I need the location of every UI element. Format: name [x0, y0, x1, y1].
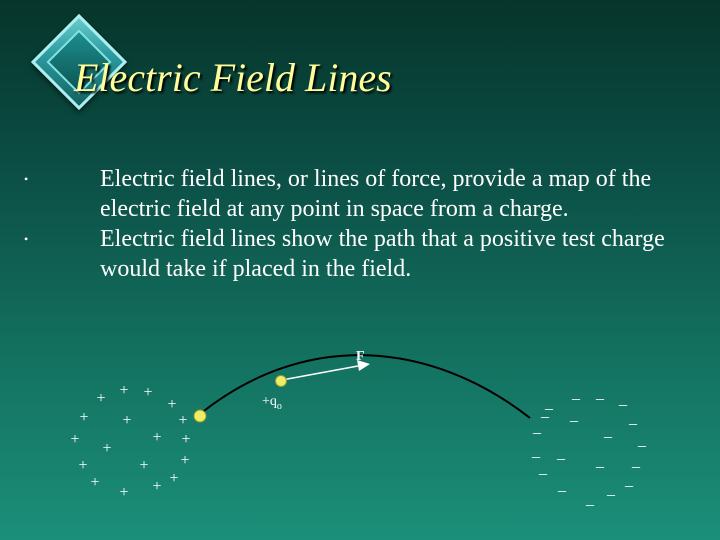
negative-charge-symbol: _	[571, 385, 581, 402]
negative-charge-symbol: _	[603, 423, 613, 440]
positive-charge-symbol: +	[169, 470, 178, 487]
positive-charge-symbol: +	[180, 452, 189, 469]
positive-charge-cloud: ++++++++++++++++++	[70, 382, 190, 501]
field-origin-dot-icon	[194, 410, 206, 422]
negative-charge-symbol: _	[595, 385, 605, 402]
positive-charge-symbol: +	[122, 412, 131, 429]
negative-charge-symbol: _	[637, 432, 647, 449]
positive-charge-symbol: +	[152, 478, 161, 495]
negative-charge-symbol: _	[618, 391, 628, 408]
positive-charge-symbol: +	[90, 474, 99, 491]
negative-charge-symbol: _	[540, 403, 550, 420]
positive-charge-symbol: +	[167, 396, 176, 413]
positive-charge-symbol: +	[152, 429, 161, 446]
positive-charge-symbol: +	[96, 390, 105, 407]
positive-charge-symbol: +	[178, 412, 187, 429]
negative-charge-symbol: _	[569, 407, 579, 424]
test-charge-dot-icon	[276, 376, 287, 387]
negative-charge-symbol: _	[538, 460, 548, 477]
negative-charge-symbol: _	[628, 410, 638, 427]
positive-charge-symbol: +	[119, 484, 128, 501]
positive-charge-symbol: +	[79, 409, 88, 426]
negative-charge-symbol: _	[556, 445, 566, 462]
test-charge-label: +qo	[262, 394, 282, 412]
force-arrow-line	[282, 366, 358, 380]
test-charge-label-main: +q	[262, 394, 277, 409]
negative-charge-symbol: _	[606, 481, 616, 498]
negative-charge-symbol: _	[595, 453, 605, 470]
negative-charge-symbol: _	[557, 477, 567, 494]
positive-charge-symbol: +	[139, 457, 148, 474]
negative-charge-symbol: _	[531, 443, 541, 460]
negative-charge-symbol: _	[624, 472, 634, 489]
positive-charge-symbol: +	[143, 384, 152, 401]
negative-charge-symbol: _	[532, 419, 542, 436]
positive-charge-symbol: +	[102, 440, 111, 457]
positive-charge-symbol: +	[70, 431, 79, 448]
force-label: F	[356, 349, 365, 364]
negative-charge-symbol: _	[631, 453, 641, 470]
negative-charge-cloud: ___________________	[531, 385, 647, 508]
positive-charge-symbol: +	[119, 382, 128, 399]
negative-charge-symbol: _	[585, 491, 595, 508]
positive-charge-symbol: +	[181, 431, 190, 448]
test-charge-label-subscript: o	[277, 401, 282, 412]
positive-charge-symbol: +	[78, 457, 87, 474]
